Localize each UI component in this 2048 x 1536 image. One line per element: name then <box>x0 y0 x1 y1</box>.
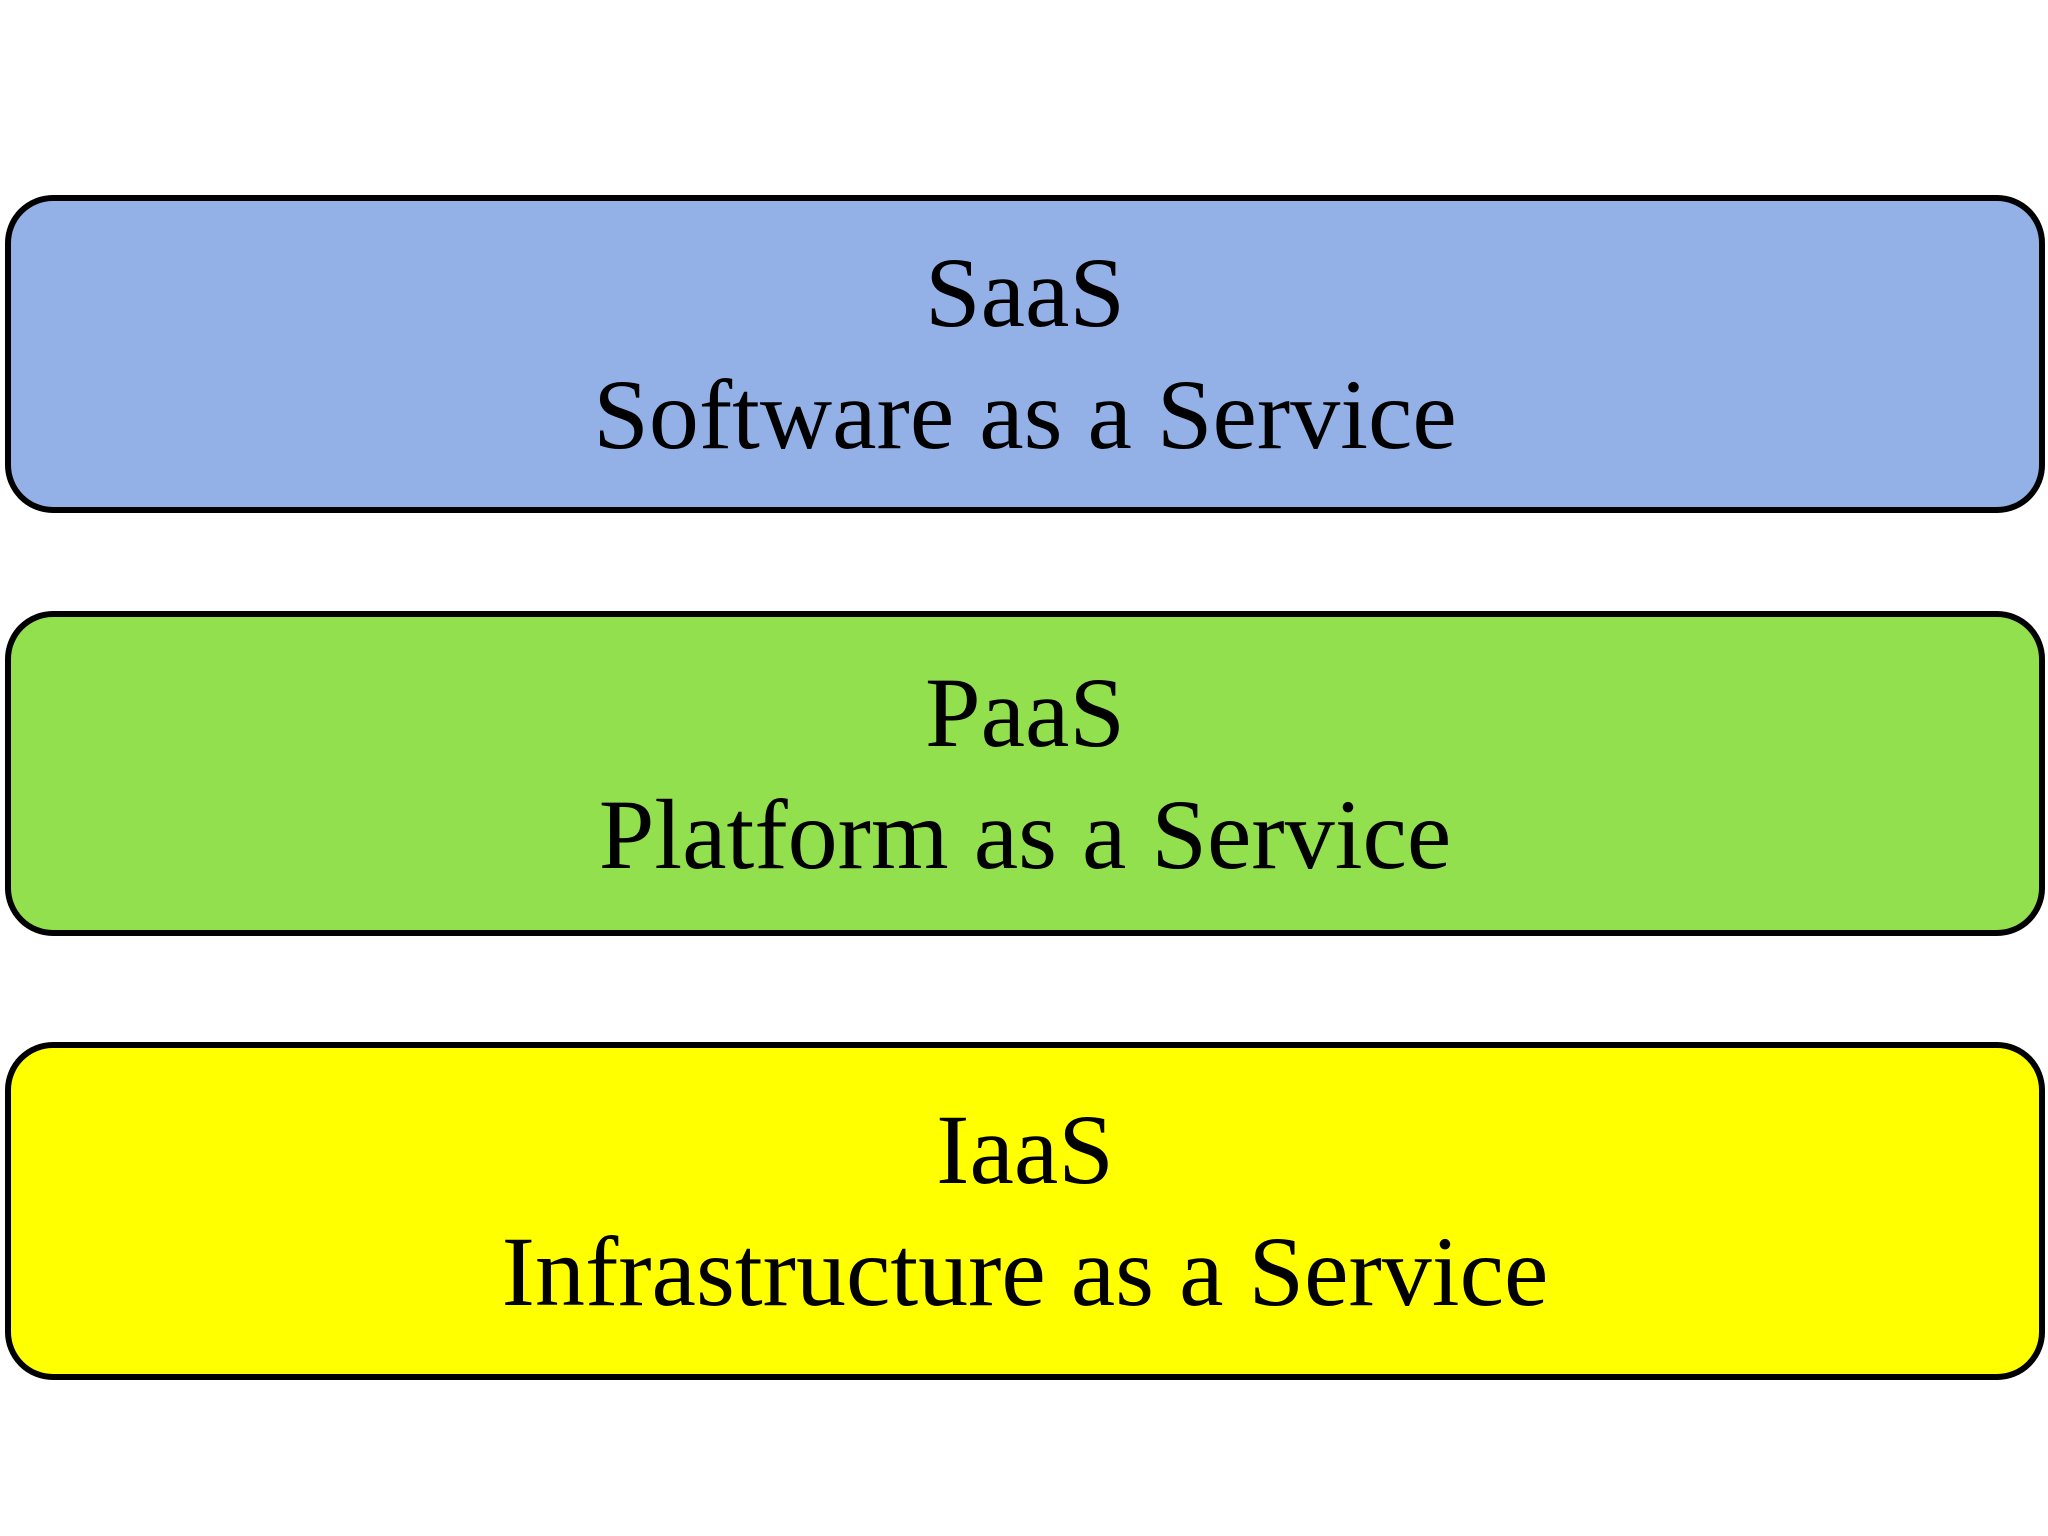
layer-saas-abbreviation: SaaS <box>925 237 1125 348</box>
layer-saas-label: Software as a Service <box>593 359 1457 470</box>
layer-iaas-label: Infrastructure as a Service <box>501 1216 1549 1327</box>
layer-saas: SaaS Software as a Service <box>5 195 2045 513</box>
layer-paas-label: Platform as a Service <box>598 778 1452 890</box>
layer-iaas-abbreviation: IaaS <box>936 1094 1114 1205</box>
layer-iaas: IaaS Infrastructure as a Service <box>5 1042 2045 1380</box>
layer-paas-abbreviation: PaaS <box>925 656 1125 768</box>
layer-paas: PaaS Platform as a Service <box>5 611 2045 936</box>
